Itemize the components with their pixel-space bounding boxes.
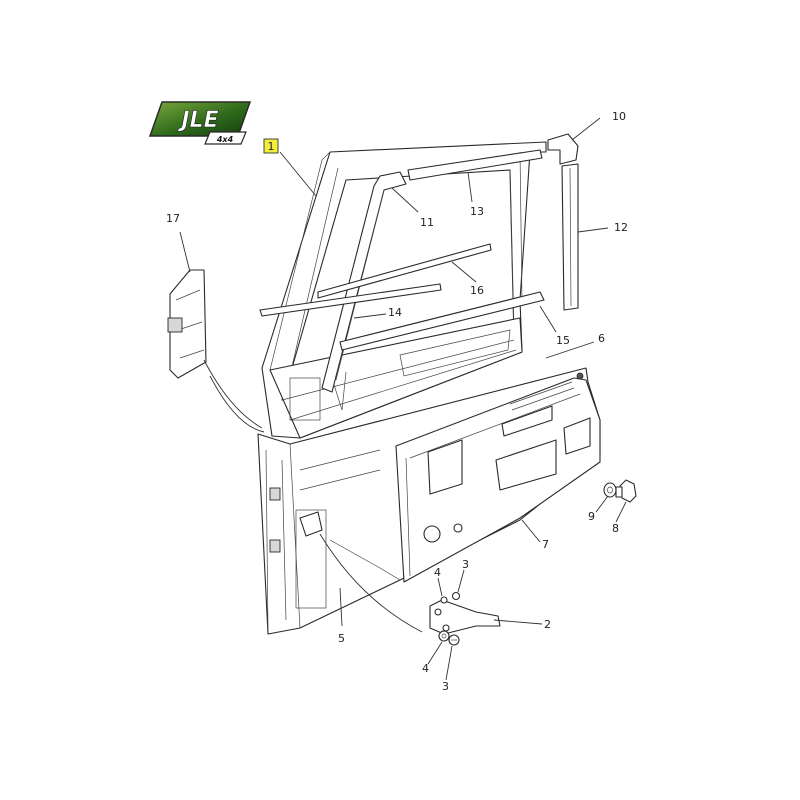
logo-text: JLE [177, 108, 218, 133]
callout-label-1: 1 [268, 140, 275, 153]
strip-part-16 [317, 243, 492, 299]
callout-label-5: 5 [338, 632, 345, 645]
seal-part-15 [339, 291, 545, 351]
washer-part-4-lower [438, 630, 450, 642]
callout-label-10: 10 [612, 110, 626, 123]
leader-lines [179, 117, 627, 681]
trim-part-6 [509, 381, 575, 411]
washer-part-9 [603, 482, 617, 498]
callout-label-12: 12 [614, 221, 628, 234]
callout-label-13: 13 [470, 205, 484, 218]
bracket-part-17 [167, 269, 207, 379]
screw-part-3-lower [448, 634, 460, 646]
channel-part-12 [561, 163, 579, 311]
callout-1-highlight: 1 [263, 138, 279, 154]
callout-label-4-upper: 4 [434, 566, 441, 579]
callout-label-6: 6 [598, 332, 605, 345]
check-strap-part-2 [429, 599, 501, 635]
inner-panel-part-7 [395, 372, 601, 583]
callout-label-8: 8 [612, 522, 619, 535]
callout-label-16: 16 [470, 284, 484, 297]
callout-label-17: 17 [166, 212, 180, 225]
callout-label-15: 15 [556, 334, 570, 347]
callout-labels: 10 11 12 13 14 15 16 17 6 7 8 9 5 2 3 4 … [166, 110, 628, 693]
callout-label-4-lower: 4 [422, 662, 429, 675]
cap-part-10 [547, 133, 579, 165]
callout-label-9: 9 [588, 510, 595, 523]
hinge-part-5 [299, 511, 401, 581]
bolt-part-8 [615, 479, 637, 503]
rod-part-14 [259, 283, 442, 317]
screw-part-3-upper [451, 591, 461, 601]
callout-label-2: 2 [544, 618, 551, 631]
callout-label-3-lower: 3 [442, 680, 449, 693]
callout-label-11: 11 [420, 216, 434, 229]
callout-label-7: 7 [542, 538, 549, 551]
seal-part-13 [407, 149, 543, 181]
jle-logo: JLE 4x4 [148, 101, 252, 145]
callout-label-14: 14 [388, 306, 402, 319]
logo-subtext: 4x4 [216, 135, 234, 144]
callout-label-3-upper: 3 [462, 558, 469, 571]
washer-part-4-upper [440, 596, 448, 604]
